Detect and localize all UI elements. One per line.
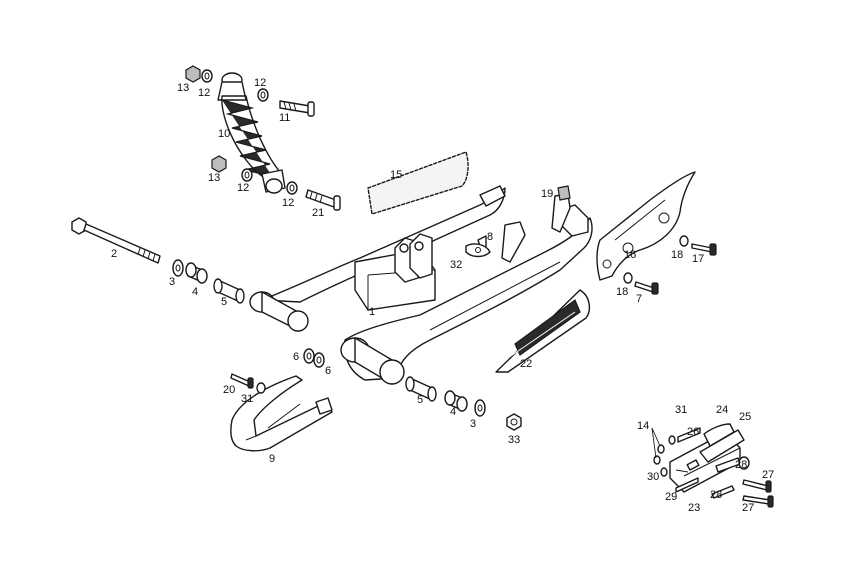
bolt-11 <box>279 100 315 117</box>
callout-12-bottom-left: 12 <box>237 182 249 194</box>
callout-3-right: 3 <box>470 418 476 430</box>
spacer-left-5 <box>213 278 245 304</box>
callout-4-right: 4 <box>450 406 456 418</box>
washer-right-3 <box>474 399 486 417</box>
callout-13-top: 13 <box>177 82 189 94</box>
callout-14: 14 <box>637 420 649 432</box>
callout-32: 32 <box>450 259 462 271</box>
nut-bottom-13 <box>211 155 227 173</box>
callout-18-lower: 18 <box>616 286 628 298</box>
washer-top-right-12 <box>257 88 269 102</box>
slider-screw-20 <box>230 373 254 389</box>
callout-3-left: 3 <box>169 276 175 288</box>
callout-6-right: 6 <box>325 365 331 377</box>
swingarm-decal <box>495 289 591 373</box>
shock-absorber <box>217 72 286 194</box>
washer-left-3 <box>172 259 184 277</box>
bushing-right-4 <box>444 390 468 412</box>
washer-bottom-12 <box>241 168 253 182</box>
callout-5-left: 5 <box>221 296 227 308</box>
chain-clip-32 <box>465 243 491 258</box>
guard-hardware-lower <box>623 272 659 295</box>
chain-guard <box>596 171 696 281</box>
guard-hardware-right <box>679 235 717 256</box>
callout-12-top-right: 12 <box>254 77 266 89</box>
callout-24: 24 <box>716 404 728 416</box>
callout-labels: 13 12 12 11 10 13 12 12 21 15 19 8 32 16… <box>111 77 774 514</box>
bushing-left-4 <box>185 262 208 284</box>
callout-5-right: 5 <box>417 394 423 406</box>
bolt-21 <box>305 189 341 211</box>
cap-19 <box>557 185 571 201</box>
upper-decal <box>367 151 469 215</box>
callout-30: 30 <box>647 471 659 483</box>
callout-17: 17 <box>692 253 704 265</box>
callout-26: 26 <box>687 426 699 438</box>
callout-27-upper: 27 <box>762 469 774 481</box>
callout-20: 20 <box>223 384 235 396</box>
callout-15: 15 <box>390 169 402 181</box>
pivot-bolt <box>71 217 161 264</box>
callout-1: 1 <box>369 306 375 318</box>
callout-9: 9 <box>269 453 275 465</box>
callout-22: 22 <box>520 358 532 370</box>
callout-12-bottom-right: 12 <box>282 197 294 209</box>
chain-slider <box>230 375 333 452</box>
callout-13-bottom: 13 <box>208 172 220 184</box>
nut-top-13 <box>185 65 201 83</box>
callout-31-right: 31 <box>675 404 687 416</box>
washer-top-12 <box>201 69 213 83</box>
callout-31-left: 31 <box>241 393 253 405</box>
swingarm <box>249 185 593 385</box>
callout-21: 21 <box>312 207 324 219</box>
callout-6-left: 6 <box>293 351 299 363</box>
callout-18-right: 18 <box>671 249 683 261</box>
callout-11: 11 <box>279 112 290 124</box>
callout-12-top-left: 12 <box>198 87 210 99</box>
nuts-6 <box>303 348 325 368</box>
callout-27-lower: 27 <box>742 502 754 514</box>
callout-28-lower: 28 <box>710 489 722 501</box>
chain-adjuster-assembly <box>653 423 774 508</box>
callout-33: 33 <box>508 434 520 446</box>
callout-23: 23 <box>688 502 700 514</box>
leader-lines <box>651 427 689 473</box>
callout-10: 10 <box>218 128 230 140</box>
callout-7: 7 <box>636 293 642 305</box>
callout-4-left: 4 <box>192 286 198 298</box>
spacer-right-5 <box>405 376 437 402</box>
axle-nut-33 <box>506 413 522 431</box>
callout-19: 19 <box>541 188 553 200</box>
callout-29: 29 <box>665 491 677 503</box>
slider-washer-31 <box>256 382 266 394</box>
washer-bottom-right-12 <box>286 181 298 195</box>
callout-28-upper: 28 <box>735 459 747 471</box>
callout-25: 25 <box>739 411 751 423</box>
callout-2: 2 <box>111 248 117 260</box>
callout-16: 16 <box>624 249 636 261</box>
callout-8: 8 <box>487 231 493 243</box>
